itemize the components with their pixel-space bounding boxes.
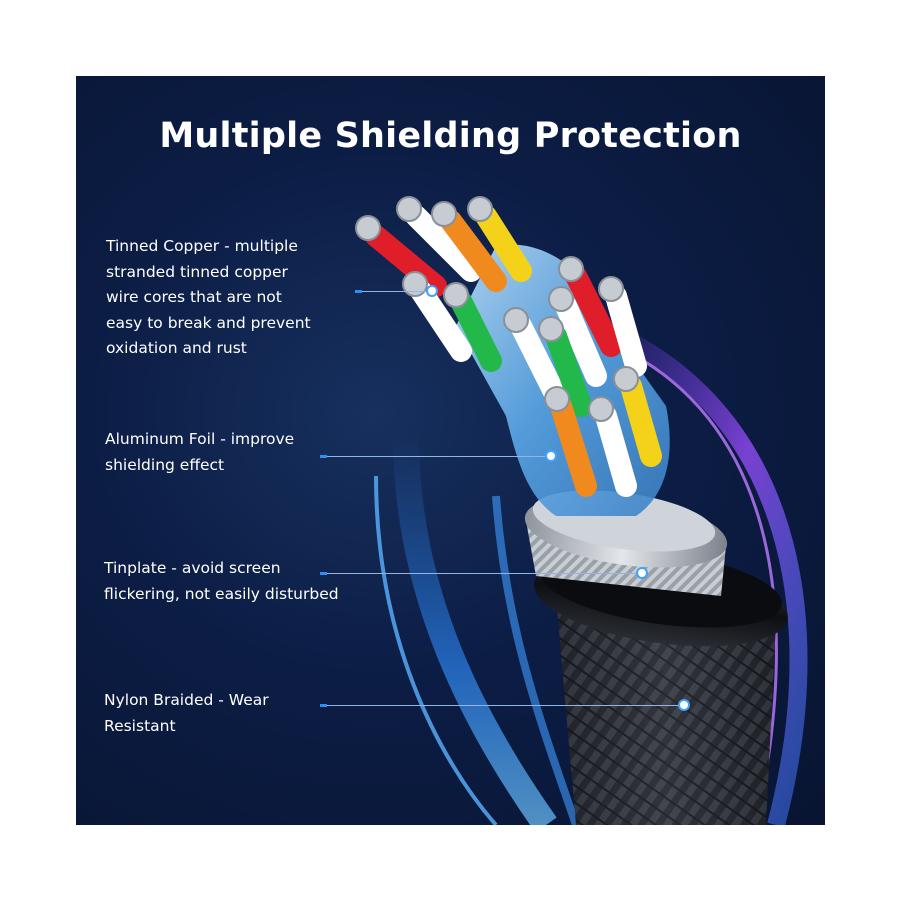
callout-line: Resistant <box>104 716 176 735</box>
leader-line <box>327 456 549 457</box>
callout-aluminum-foil: Aluminum Foil - improve shielding effect <box>105 427 294 478</box>
leader-tick <box>320 455 327 458</box>
page-title: Multiple Shielding Protection <box>159 116 742 156</box>
leader-line <box>362 291 430 292</box>
callout-line: flickering, not easily disturbed <box>104 584 339 603</box>
leader-line <box>327 705 682 706</box>
leader-tick <box>355 290 362 293</box>
leader-dot <box>638 569 646 577</box>
callout-line: stranded tinned copper <box>106 262 288 281</box>
leader-tick <box>320 704 327 707</box>
callout-line: shielding effect <box>105 455 225 474</box>
callout-tinplate: Tinplate - avoid screen flickering, not … <box>104 556 339 607</box>
callout-nylon-braided: Nylon Braided - Wear Resistant <box>104 688 269 739</box>
callout-line: Nylon Braided - Wear <box>104 691 269 709</box>
leader-dot <box>428 287 436 295</box>
callout-line: Tinplate - avoid screen <box>104 559 281 577</box>
leader-line <box>327 573 640 574</box>
product-banner: Multiple Shielding Protection Tinned Cop… <box>76 76 825 825</box>
leader-dot <box>680 701 688 709</box>
callout-tinned-copper: Tinned Copper - multiple stranded tinned… <box>106 234 311 362</box>
callout-line: Aluminum Foil - improve <box>105 430 295 448</box>
callout-line: easy to break and prevent <box>106 313 311 332</box>
callout-line: Tinned Copper - multiple <box>106 237 298 255</box>
leader-dot <box>547 452 555 460</box>
callout-line: wire cores that are not <box>106 288 282 306</box>
cable-illustration <box>355 196 808 825</box>
leader-tick <box>320 572 327 575</box>
callout-line: oxidation and rust <box>106 339 247 357</box>
